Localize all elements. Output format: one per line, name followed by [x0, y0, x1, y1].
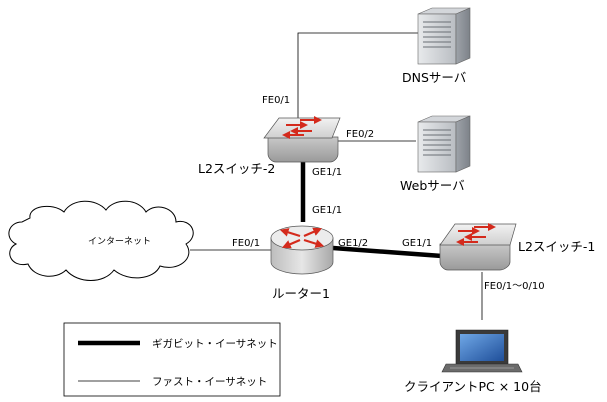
server-icon	[423, 129, 451, 156]
legend-gigabit-label: ギガビット・イーサネット	[152, 338, 278, 350]
dns-server-label: DNSサーバ	[402, 70, 466, 85]
l2-switch-1	[439, 223, 517, 271]
cloud-icon	[8, 200, 194, 281]
router-arrows-icon	[279, 227, 325, 249]
switch-arrows-icon	[282, 116, 322, 139]
internet-cloud: インターネット	[8, 200, 194, 281]
port-label: GE1/1	[402, 238, 432, 249]
port-label: GE1/1	[312, 205, 342, 216]
router-1	[270, 225, 334, 275]
router-1-label: ルーター1	[272, 286, 330, 301]
l2-switch-2-label: L2スイッチ-2	[198, 161, 275, 176]
dns-server	[417, 7, 471, 65]
port-label: FE0/2	[346, 129, 374, 140]
internet-label: インターネット	[88, 236, 151, 247]
l2-switch-1-label: L2スイッチ-1	[518, 239, 595, 254]
port-label: FE0/1	[262, 95, 290, 106]
client-pc-label: クライアントPC × 10台	[404, 379, 542, 394]
port-label: FE0/1	[232, 238, 260, 249]
links	[190, 32, 483, 320]
legend-fast-label: ファスト・イーサネット	[152, 376, 267, 388]
port-label: FE0/1～0/10	[484, 281, 545, 292]
server-icon	[423, 21, 451, 48]
link-router-sw1	[332, 245, 443, 259]
laptop-icon	[460, 334, 504, 361]
web-server	[417, 115, 471, 173]
link-sw2-dns	[297, 32, 418, 118]
legend: ギガビット・イーサネット ファスト・イーサネット	[63, 322, 281, 397]
port-label: GE1/2	[338, 238, 368, 249]
legend-box	[63, 322, 281, 397]
web-server-label: Webサーバ	[400, 178, 465, 193]
l2-switch-2	[263, 116, 341, 163]
port-label: GE1/1	[312, 167, 342, 178]
switch-arrows-icon	[456, 223, 496, 246]
client-pc	[441, 329, 523, 373]
